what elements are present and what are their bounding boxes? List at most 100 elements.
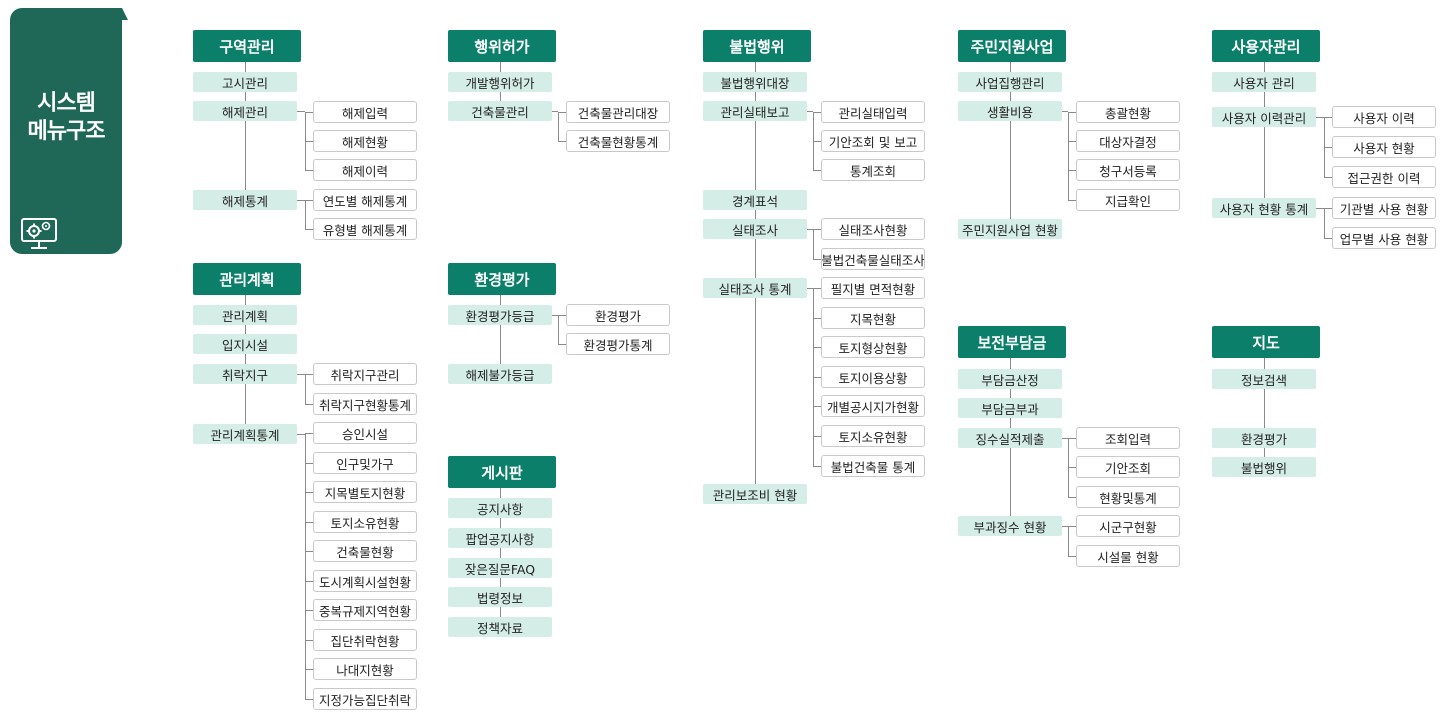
menu-item[interactable]: 관리계획통계 xyxy=(193,424,297,444)
submenu-item[interactable]: 업무별 사용 현황 xyxy=(1332,227,1436,249)
submenu-item[interactable]: 조회입력 xyxy=(1076,427,1180,449)
menu-header[interactable]: 불법행위 xyxy=(703,30,811,62)
menu-item[interactable]: 사용자 이력관리 xyxy=(1212,107,1316,127)
menu-item[interactable]: 실태조사 xyxy=(703,219,807,239)
submenu-item[interactable]: 기안조회 및 보고 xyxy=(821,130,925,152)
submenu-item[interactable]: 접근권한 이력 xyxy=(1332,166,1436,188)
menu-item[interactable]: 사용자 현황 통계 xyxy=(1212,198,1316,218)
submenu-item[interactable]: 연도별 해제통계 xyxy=(313,189,417,211)
submenu-item[interactable]: 승인시설 xyxy=(313,422,417,444)
branch-line xyxy=(305,200,306,229)
submenu-item[interactable]: 관리실태입력 xyxy=(821,101,925,123)
submenu-item[interactable]: 건축물관리대장 xyxy=(566,101,670,123)
submenu-item[interactable]: 불법건축물실태조사 xyxy=(821,248,925,270)
trunk-line xyxy=(1264,62,1265,208)
menu-item[interactable]: 불법행위 xyxy=(1212,457,1316,477)
menu-item[interactable]: 공지사항 xyxy=(448,498,552,518)
menu-item[interactable]: 입지시설 xyxy=(193,334,297,354)
menu-header[interactable]: 주민지원사업 xyxy=(958,30,1066,62)
menu-item[interactable]: 환경평가등급 xyxy=(448,305,552,325)
menu-item[interactable]: 개발행위허가 xyxy=(448,72,552,92)
submenu-item[interactable]: 대상자결정 xyxy=(1076,130,1180,152)
branch-line xyxy=(305,433,306,699)
submenu-item[interactable]: 사용자 이력 xyxy=(1332,106,1436,128)
submenu-item[interactable]: 사용자 현황 xyxy=(1332,136,1436,158)
submenu-item[interactable]: 지정가능집단취락 xyxy=(313,688,417,710)
menu-item[interactable]: 건축물관리 xyxy=(448,101,552,121)
menu-item[interactable]: 부과징수 현황 xyxy=(958,516,1062,536)
menu-item[interactable]: 부담금산정 xyxy=(958,369,1062,389)
submenu-item[interactable]: 환경평가통계 xyxy=(566,333,670,355)
submenu-item[interactable]: 개별공시지가현황 xyxy=(821,395,925,417)
submenu-item[interactable]: 토지소유현황 xyxy=(313,511,417,533)
menu-item[interactable]: 정보검색 xyxy=(1212,369,1316,389)
menu-header[interactable]: 관리계획 xyxy=(193,263,301,295)
submenu-item[interactable]: 시군구현황 xyxy=(1076,515,1180,537)
menu-item[interactable]: 실태조사 통계 xyxy=(703,278,807,298)
submenu-item[interactable]: 청구서등록 xyxy=(1076,159,1180,181)
menu-item[interactable]: 취락지구 xyxy=(193,364,297,384)
menu-item[interactable]: 관리실태보고 xyxy=(703,101,807,121)
menu-item[interactable]: 부담금부과 xyxy=(958,398,1062,418)
menu-item[interactable]: 해제관리 xyxy=(193,101,297,121)
submenu-item[interactable]: 취락지구관리 xyxy=(313,363,417,385)
submenu-item[interactable]: 지급확인 xyxy=(1076,189,1180,211)
submenu-item[interactable]: 환경평가 xyxy=(566,304,670,326)
menu-item[interactable]: 해제불가등급 xyxy=(448,364,552,384)
menu-item[interactable]: 사용자 관리 xyxy=(1212,72,1316,92)
menu-item[interactable]: 관리보조비 현황 xyxy=(703,484,807,504)
submenu-item[interactable]: 통계조회 xyxy=(821,159,925,181)
submenu-item[interactable]: 인구및가구 xyxy=(313,452,417,474)
menu-header[interactable]: 게시판 xyxy=(448,456,556,488)
submenu-item[interactable]: 토지소유현황 xyxy=(821,425,925,447)
menu-item[interactable]: 생활비용 xyxy=(958,101,1062,121)
connector-line xyxy=(558,315,566,316)
submenu-item[interactable]: 기안조회 xyxy=(1076,456,1180,478)
submenu-item[interactable]: 기관별 사용 현황 xyxy=(1332,197,1436,219)
submenu-item[interactable]: 나대지현황 xyxy=(313,658,417,680)
menu-item[interactable]: 해제통계 xyxy=(193,190,297,210)
branch-line xyxy=(1068,112,1069,200)
submenu-item[interactable]: 유형별 해제통계 xyxy=(313,218,417,240)
menu-item[interactable]: 잦은질문FAQ xyxy=(448,558,552,578)
submenu-item[interactable]: 실태조사현황 xyxy=(821,218,925,240)
submenu-item[interactable]: 중복규제지역현황 xyxy=(313,599,417,621)
menu-item[interactable]: 경계표석 xyxy=(703,190,807,210)
submenu-item[interactable]: 필지별 면적현황 xyxy=(821,277,925,299)
submenu-item[interactable]: 총괄현황 xyxy=(1076,101,1180,123)
submenu-item[interactable]: 해제현황 xyxy=(313,130,417,152)
menu-header[interactable]: 사용자관리 xyxy=(1212,30,1320,62)
menu-header[interactable]: 보전부담금 xyxy=(958,326,1066,358)
menu-item[interactable]: 환경평가 xyxy=(1212,428,1316,448)
submenu-item[interactable]: 지목별토지현황 xyxy=(313,481,417,503)
menu-item[interactable]: 고시관리 xyxy=(193,72,297,92)
menu-item[interactable]: 법령정보 xyxy=(448,587,552,607)
submenu-item[interactable]: 토지이용상황 xyxy=(821,366,925,388)
submenu-item[interactable]: 토지형상현황 xyxy=(821,336,925,358)
submenu-item[interactable]: 해제입력 xyxy=(313,101,417,123)
menu-item[interactable]: 관리계획 xyxy=(193,305,297,325)
menu-header[interactable]: 구역관리 xyxy=(193,30,301,62)
submenu-item[interactable]: 해제이력 xyxy=(313,159,417,181)
submenu-item[interactable]: 건축물현황 xyxy=(313,540,417,562)
menu-item[interactable]: 정책자료 xyxy=(448,617,552,637)
menu-item[interactable]: 불법행위대장 xyxy=(703,72,807,92)
menu-item[interactable]: 사업집행관리 xyxy=(958,72,1062,92)
connector-line xyxy=(558,141,566,142)
connector-line xyxy=(813,466,821,467)
submenu-item[interactable]: 건축물현황통계 xyxy=(566,130,670,152)
menu-header[interactable]: 지도 xyxy=(1212,326,1320,358)
submenu-item[interactable]: 집단취락현황 xyxy=(313,629,417,651)
submenu-item[interactable]: 불법건축물 통계 xyxy=(821,455,925,477)
menu-item[interactable]: 징수실적제출 xyxy=(958,428,1062,448)
submenu-item[interactable]: 현황및통계 xyxy=(1076,486,1180,508)
menu-item[interactable]: 주민지원사업 현황 xyxy=(958,219,1062,239)
submenu-item[interactable]: 취락지구현황통계 xyxy=(313,393,417,415)
menu-header[interactable]: 행위허가 xyxy=(448,30,556,62)
connector-line xyxy=(1068,526,1076,527)
submenu-item[interactable]: 시설물 현황 xyxy=(1076,545,1180,567)
menu-header[interactable]: 환경평가 xyxy=(448,263,556,295)
submenu-item[interactable]: 도시계획시설현황 xyxy=(313,570,417,592)
submenu-item[interactable]: 지목현황 xyxy=(821,307,925,329)
menu-item[interactable]: 팝업공지사항 xyxy=(448,528,552,548)
